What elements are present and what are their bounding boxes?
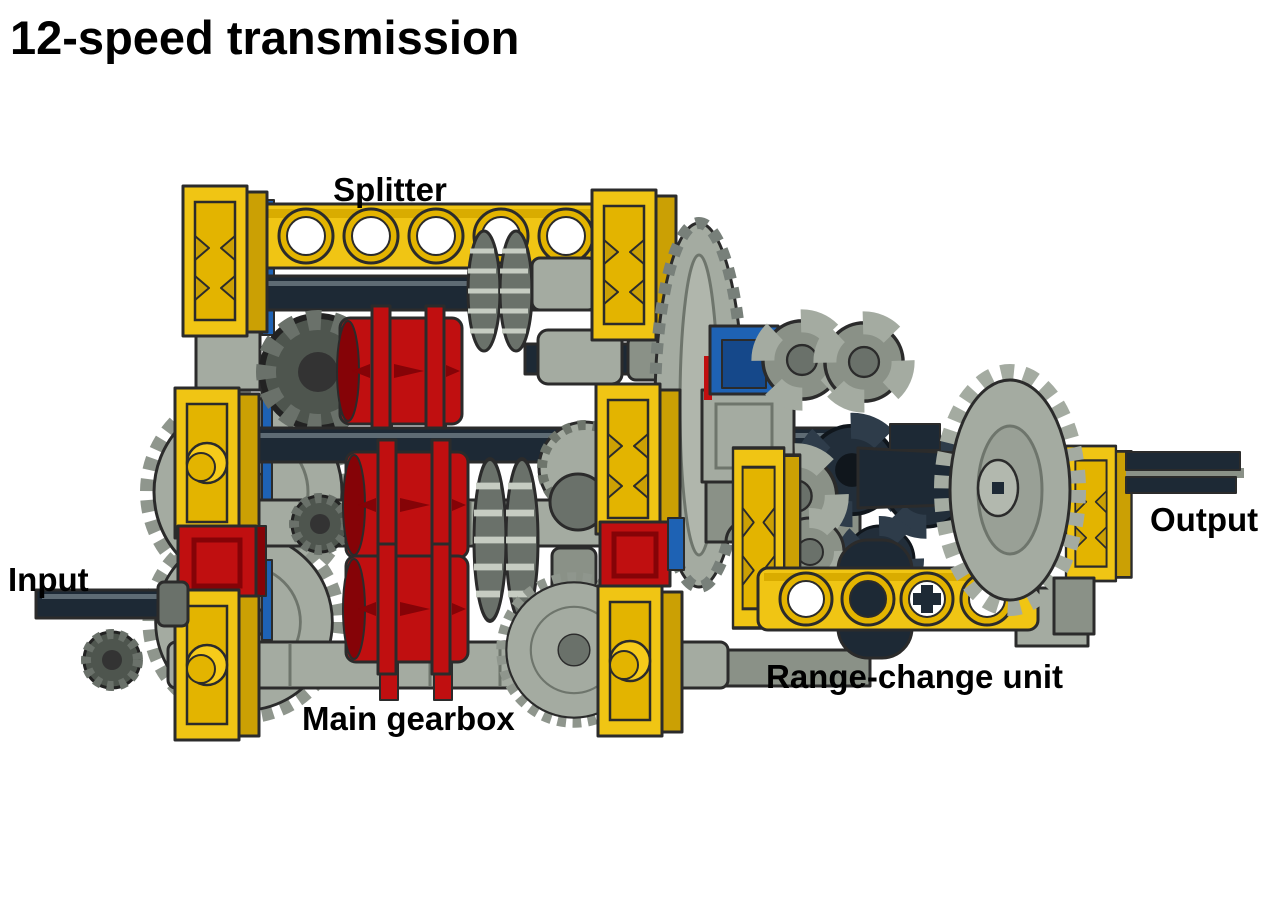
output-axle-top (1125, 451, 1241, 471)
axle-highlight (256, 281, 652, 286)
page-title: 12-speed transmission (10, 11, 519, 64)
red-brick-stud-mark (611, 531, 659, 579)
blue-accent (667, 517, 685, 571)
splitter-label: Splitter (333, 171, 447, 208)
output-axle-bottom (1125, 476, 1237, 494)
input-bush (156, 580, 190, 628)
output-axle-sleeve (1126, 468, 1244, 478)
axle-joiner (536, 328, 624, 386)
output-label: Output (1150, 501, 1258, 538)
output-bevel-gear-teeth (934, 364, 1086, 616)
left-frame-upper (173, 386, 261, 540)
red-brick-stud-mark (191, 537, 243, 589)
splitter-bush (530, 256, 598, 312)
hub-axle-end (992, 482, 1004, 494)
range-change-label: Range-change unit (766, 658, 1063, 695)
axle-highlight (258, 433, 836, 438)
splitter-bevel-gear-right (500, 231, 532, 351)
gray-support-brick-2 (1052, 576, 1096, 636)
beam-holes (277, 207, 595, 265)
axle-highlight (42, 594, 182, 599)
range-change-assembly (700, 321, 1244, 660)
input-label: Input (8, 561, 89, 598)
left-small-pinion (84, 632, 140, 688)
main-gearbox-label: Main gearbox (302, 700, 515, 737)
knob-wheel-gray-2 (825, 323, 903, 401)
center-frame-upper (594, 382, 682, 536)
beam-top-shading (764, 573, 1032, 581)
gearbox-bevel-left (474, 459, 506, 621)
gearbox-pinion (292, 496, 348, 552)
red-sliver (704, 356, 712, 400)
center-frame-lower (596, 584, 684, 738)
axle-cross-hole (913, 585, 941, 613)
splitter-bevel-gear-left (468, 231, 500, 351)
shaft-connector (889, 423, 941, 451)
splitter-left-frame (181, 184, 269, 338)
